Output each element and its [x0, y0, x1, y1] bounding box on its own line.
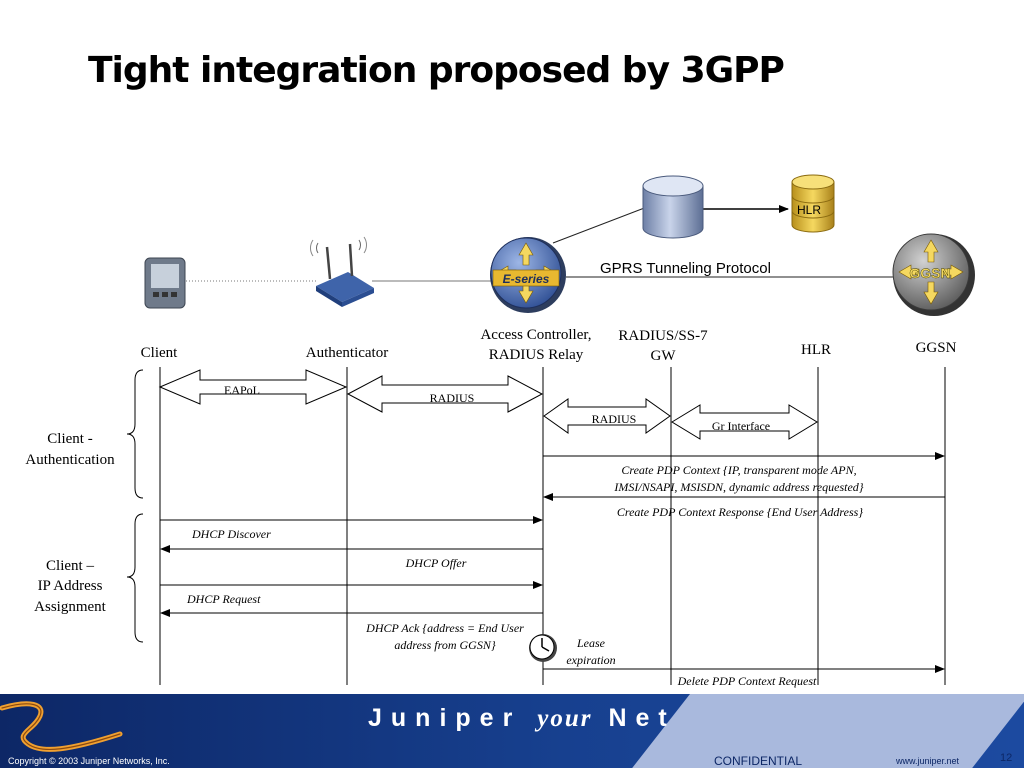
create-pdp-label-2: IMSI/NSAPI, MSISDN, dynamic address requ… [613, 480, 863, 494]
radius-label-1: RADIUS [430, 391, 475, 405]
hlr-db-label: HLR [797, 203, 821, 217]
eseries-router-icon: E-series [490, 237, 566, 313]
create-pdp-response-label: Create PDP Context Response {End User Ad… [617, 505, 863, 519]
dhcp-ack-label-2: address from GGSN} [394, 638, 495, 652]
brand-juniper: Juniper [368, 704, 522, 732]
footer-copyright: Copyright © 2003 Juniper Networks, Inc. [8, 756, 170, 766]
lease-label-2: expiration [566, 653, 615, 667]
gr-interface-label: Gr Interface [712, 419, 770, 433]
phase-label-auth-2: Authentication [25, 452, 115, 468]
lane-label-radius-gw-2: GW [651, 348, 677, 364]
page-number: 12 [1000, 752, 1013, 764]
controller-to-db-link [552, 206, 648, 244]
radius-exchange-2: RADIUS [543, 398, 671, 434]
dhcp-ack-label-1: DHCP Ack {address = End User [365, 621, 524, 635]
footer-light-panel [632, 694, 1024, 768]
sequence-diagram: HLR E-series GPRS Tunneling Protocol GGS… [25, 174, 975, 688]
ip-phase-brace [126, 513, 144, 643]
clock-icon [529, 634, 557, 662]
lane-label-ggsn: GGSN [916, 340, 957, 356]
delete-pdp-label: Delete PDP Context Request [677, 674, 817, 688]
footer-website: www.juniper.net [896, 756, 960, 766]
lane-label-client: Client [141, 345, 178, 361]
pda-icon [144, 257, 186, 309]
database-icon [642, 175, 704, 239]
hlr-database-icon: HLR [791, 174, 835, 233]
phase-label-ip-1: Client – [46, 558, 94, 574]
radius-exchange-1: RADIUS [346, 375, 544, 413]
lane-label-access-controller-1: Access Controller, [480, 327, 591, 343]
phase-label-ip-3: Assignment [34, 599, 107, 615]
slide-title: Tight integration proposed by 3GPP [88, 50, 785, 91]
footer-confidential: CONFIDENTIAL [714, 754, 803, 768]
lane-label-access-controller-2: RADIUS Relay [489, 347, 584, 363]
phase-label-auth-1: Client - [47, 431, 92, 447]
footer-bar: Juniper your Net Copyright © 2003 Junipe… [0, 694, 1024, 768]
radius-label-2: RADIUS [592, 412, 637, 426]
brand-net: Net [608, 704, 676, 732]
wireless-access-point-icon [309, 236, 374, 307]
ggsn-router-icon: GGSN [892, 233, 975, 316]
auth-phase-brace [126, 369, 144, 499]
eapol-label: EAPoL [224, 383, 260, 397]
ggsn-router-label: GGSN [909, 265, 950, 281]
footer-brand: Juniper your Net [368, 704, 676, 733]
gtp-label: GPRS Tunneling Protocol [600, 260, 771, 277]
lane-label-radius-gw-1: RADIUS/SS-7 [618, 328, 708, 344]
gr-interface-exchange: Gr Interface [671, 404, 818, 440]
swoosh-icon [0, 701, 123, 752]
lane-label-hlr: HLR [801, 342, 831, 358]
dhcp-offer-label: DHCP Offer [405, 556, 467, 570]
lane-label-authenticator: Authenticator [306, 345, 388, 361]
lease-label-1: Lease [576, 636, 606, 650]
dhcp-request-label: DHCP Request [186, 592, 261, 606]
create-pdp-label-1: Create PDP Context {IP, transparent mode… [621, 463, 856, 477]
brand-your: your [537, 705, 593, 732]
phase-label-ip-2: IP Address [38, 578, 103, 594]
dhcp-discover-label: DHCP Discover [191, 527, 271, 541]
eseries-label: E-series [503, 272, 550, 286]
eapol-exchange: EAPoL [158, 369, 348, 405]
